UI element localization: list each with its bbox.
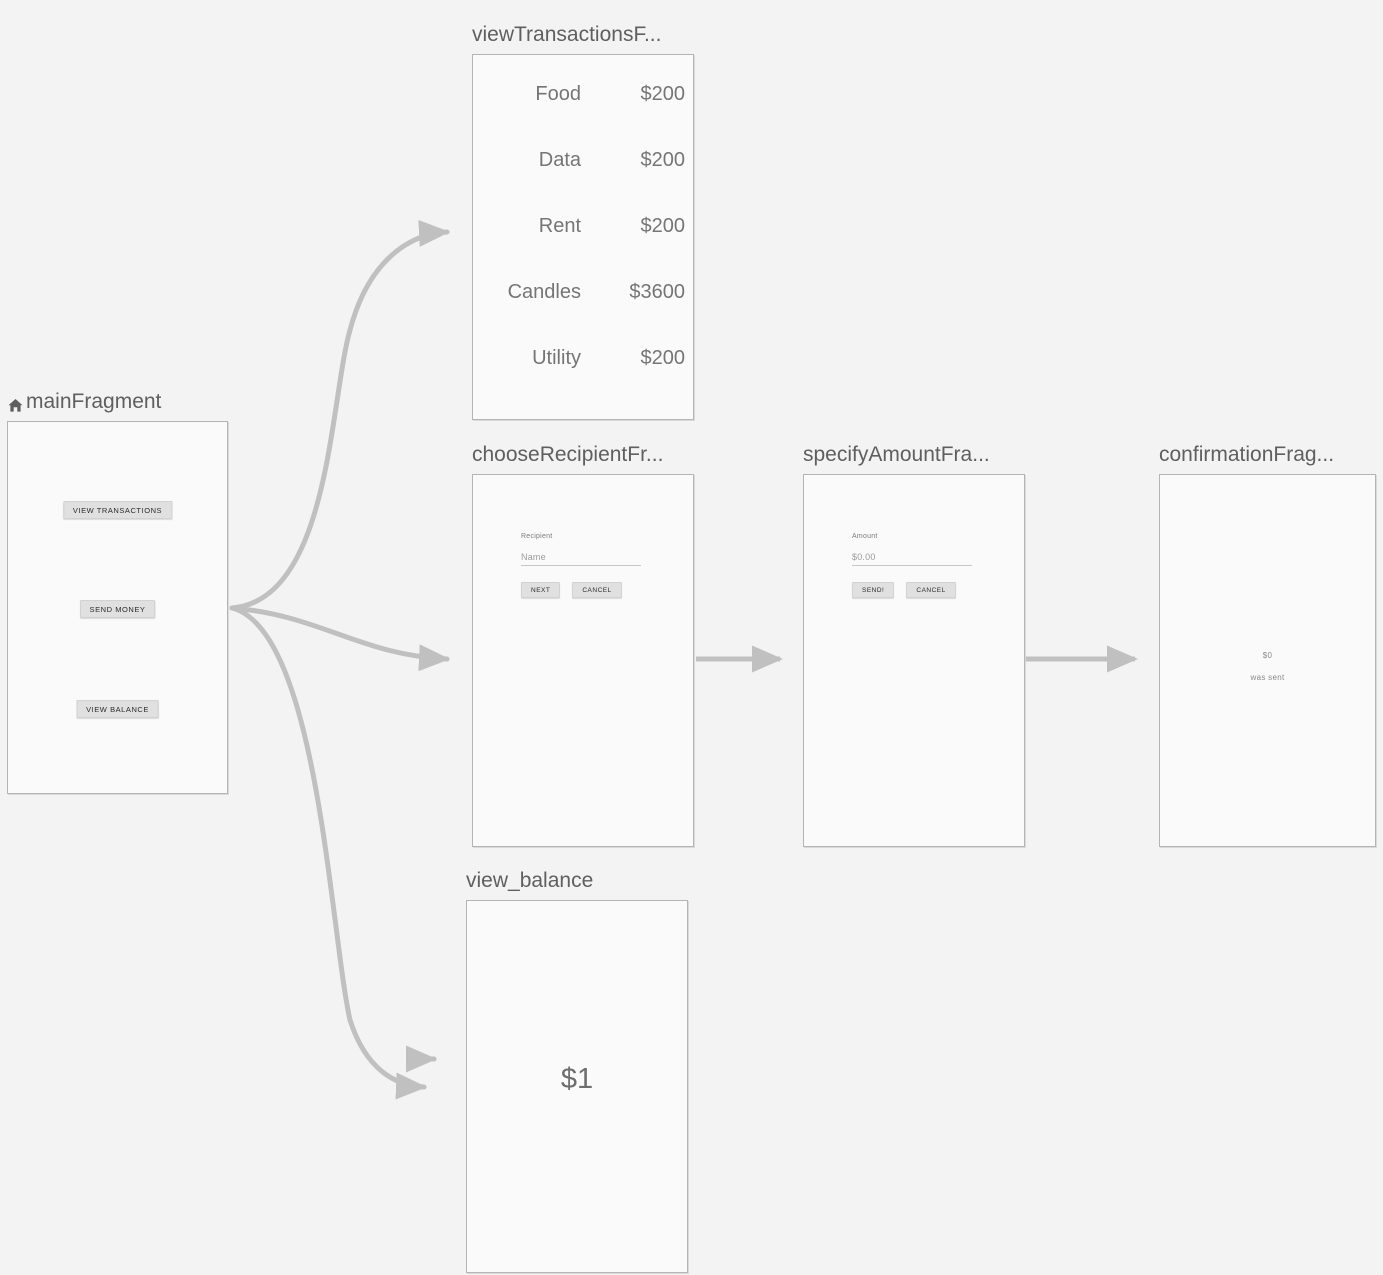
frame-main-fragment: VIEW TRANSACTIONS SEND MONEY VIEW BALANC…	[7, 421, 228, 794]
transaction-name: Data	[538, 149, 581, 171]
table-row: Utility $200	[473, 347, 693, 413]
transactions-list: Food $200 Data $200 Rent $200 Candles $3…	[473, 83, 693, 413]
next-button[interactable]: NEXT	[521, 582, 561, 598]
transaction-name: Candles	[507, 281, 581, 303]
table-row: Candles $3600	[473, 281, 693, 347]
transaction-amount: $200	[640, 347, 686, 369]
node-view-balance-fragment[interactable]: view_balance $1	[466, 869, 688, 1273]
frame-specify-amount-fragment: Amount $0.00 SEND! CANCEL	[803, 474, 1025, 847]
frame-confirmation-fragment: $0 was sent	[1159, 474, 1376, 847]
transaction-amount: $200	[640, 215, 686, 237]
transaction-amount: $3600	[629, 281, 685, 303]
frame-view-balance-fragment: $1	[466, 900, 688, 1273]
node-title-text: mainFragment	[26, 390, 162, 413]
node-title-confirmation-fragment: confirmationFrag...	[1159, 443, 1335, 466]
transaction-amount: $200	[640, 83, 686, 105]
transaction-name: Rent	[538, 215, 581, 237]
node-choose-recipient-fragment[interactable]: chooseRecipientFr... Recipient Name NEXT…	[472, 443, 694, 847]
table-row: Data $200	[473, 149, 693, 215]
frame-view-transactions-fragment: Food $200 Data $200 Rent $200 Candles $3…	[472, 54, 694, 420]
wire-main-to-transactions	[229, 219, 450, 611]
send-money-button[interactable]: SEND MONEY	[79, 600, 156, 618]
view-balance-button[interactable]: VIEW BALANCE	[76, 700, 159, 718]
recipient-name-input[interactable]: Name	[521, 552, 641, 566]
node-specify-amount-fragment[interactable]: specifyAmountFra... Amount $0.00 SEND! C…	[803, 443, 1025, 847]
node-confirmation-fragment[interactable]: confirmationFrag... $0 was sent	[1159, 443, 1376, 847]
recipient-button-row: NEXT CANCEL	[521, 582, 673, 598]
balance-value: $1	[560, 1063, 594, 1095]
transaction-name: Utility	[532, 347, 581, 369]
wire-main-to-choose-recipient	[229, 605, 450, 672]
frame-choose-recipient-fragment: Recipient Name NEXT CANCEL	[472, 474, 694, 847]
cancel-button[interactable]: CANCEL	[906, 582, 956, 598]
node-title-main-fragment: mainFragment	[7, 389, 161, 415]
amount-field-label: Amount	[852, 533, 878, 540]
node-title-specify-amount-fragment: specifyAmountFra...	[803, 443, 990, 466]
transaction-amount: $200	[640, 149, 686, 171]
node-view-transactions-fragment[interactable]: viewTransactionsF... Food $200 Data $200…	[472, 23, 694, 420]
node-title-view-balance-fragment: view_balance	[466, 869, 594, 892]
recipient-form: Recipient Name NEXT CANCEL	[521, 533, 673, 598]
node-title-choose-recipient-fragment: chooseRecipientFr...	[472, 443, 664, 466]
cancel-button[interactable]: CANCEL	[572, 582, 622, 598]
confirmation-message: was sent	[1250, 673, 1285, 682]
amount-input[interactable]: $0.00	[852, 552, 972, 566]
transaction-name: Food	[535, 83, 581, 105]
amount-button-row: SEND! CANCEL	[852, 582, 1004, 598]
view-transactions-button[interactable]: VIEW TRANSACTIONS	[62, 501, 173, 519]
wire-main-to-view-balance	[229, 605, 427, 1100]
confirmation-amount: $0	[1262, 651, 1273, 660]
amount-form: Amount $0.00 SEND! CANCEL	[852, 533, 1004, 598]
node-main-fragment[interactable]: mainFragment VIEW TRANSACTIONS SEND MONE…	[7, 390, 228, 794]
confirmation-block: $0 was sent	[1160, 651, 1375, 682]
table-row: Food $200	[473, 83, 693, 149]
send-button[interactable]: SEND!	[852, 582, 895, 598]
home-icon	[7, 395, 24, 412]
recipient-field-label: Recipient	[521, 533, 553, 540]
table-row: Rent $200	[473, 215, 693, 281]
node-title-view-transactions-fragment: viewTransactionsF...	[472, 23, 662, 46]
